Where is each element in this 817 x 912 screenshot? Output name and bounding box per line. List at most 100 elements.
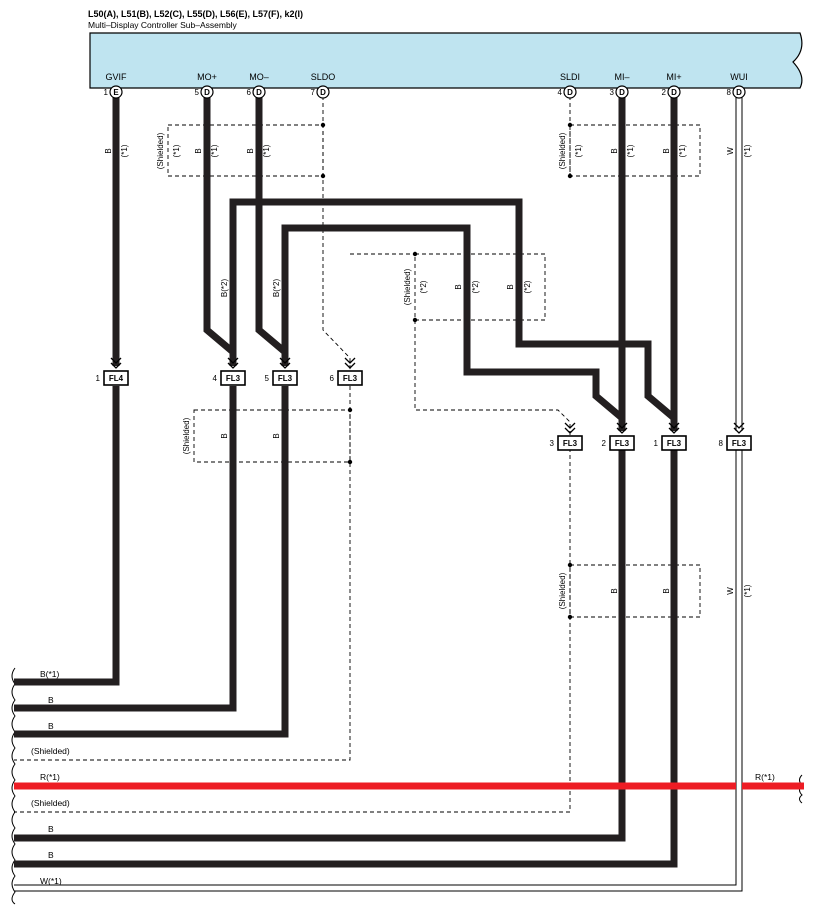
wire-cross-mi-minus bbox=[281, 224, 626, 431]
pin-name-mi-minus: MI– bbox=[614, 72, 629, 82]
wire-color-label: B bbox=[194, 148, 203, 153]
wire-note-label: (*1) bbox=[120, 144, 129, 157]
wire-color-label: B bbox=[662, 588, 671, 593]
bottom-wire-label: (Shielded) bbox=[31, 746, 70, 756]
pin-num-wui: 8 bbox=[727, 88, 732, 97]
wire-note-label: (*1) bbox=[262, 144, 271, 157]
connector-fl4-1 bbox=[103, 370, 129, 386]
pin-circle-gvif bbox=[109, 85, 123, 99]
pin-conn-sldo: D bbox=[320, 88, 326, 97]
wire-note-label: (*1) bbox=[172, 144, 181, 157]
wire-note-label: (*2) bbox=[419, 280, 428, 293]
wire-sldo bbox=[322, 96, 351, 378]
chevron-icon bbox=[279, 357, 291, 369]
pin-num-sldo: 7 bbox=[311, 88, 316, 97]
wire-sldo-lower bbox=[14, 386, 351, 761]
wire-color-label: B bbox=[610, 148, 619, 153]
pin-conn-wui: D bbox=[736, 88, 742, 97]
pin-circle-sldi bbox=[563, 85, 577, 99]
chevron-icon bbox=[344, 357, 356, 369]
connector-fl3-8 bbox=[726, 435, 752, 451]
pin-name-mi-plus: MI+ bbox=[666, 72, 681, 82]
connector-label: FL3 bbox=[226, 374, 241, 383]
pin-conn-mi-minus: D bbox=[619, 88, 625, 97]
connector-label: FL3 bbox=[278, 374, 293, 383]
connector-pin-num: 4 bbox=[213, 374, 218, 383]
chevron-icon bbox=[227, 357, 239, 369]
pin-conn-mo-plus: D bbox=[204, 88, 210, 97]
pin-name-wui: WUI bbox=[730, 72, 748, 82]
connector-fl3-2 bbox=[609, 435, 635, 451]
connector-pin-num: 2 bbox=[602, 439, 607, 448]
connector-fl3-4 bbox=[220, 370, 246, 386]
pin-name-gvif: GVIF bbox=[105, 72, 127, 82]
bottom-wire-label: B bbox=[48, 850, 54, 860]
bottom-wire-label: B bbox=[48, 824, 54, 834]
wire-color-label: B bbox=[662, 148, 671, 153]
connector-label: FL3 bbox=[732, 439, 747, 448]
pin-circle-sldo bbox=[316, 85, 330, 99]
bottom-wire-label: (Shielded) bbox=[31, 798, 70, 808]
pin-name-mo-minus: MO– bbox=[249, 72, 269, 82]
shield-label: (Shielded) bbox=[558, 572, 567, 609]
bottom-wire-label: B(*1) bbox=[40, 669, 60, 679]
pin-circle-mi-plus bbox=[667, 85, 681, 99]
wire-mo-minus-lower bbox=[14, 386, 289, 738]
controller-box bbox=[89, 32, 803, 89]
pin-num-sldi: 4 bbox=[558, 88, 563, 97]
wire-color-label: B bbox=[220, 433, 229, 438]
wire-wui-lower-right bbox=[14, 450, 743, 892]
harness-bracket-right bbox=[799, 774, 803, 804]
pin-circle-mo-plus bbox=[200, 85, 214, 99]
wire-sldi-lower bbox=[14, 448, 571, 813]
connector-fl3-1 bbox=[661, 435, 687, 451]
component-subtitle: Multi–Display Controller Sub–Assembly bbox=[88, 20, 237, 30]
pin-name-mo-plus: MO+ bbox=[197, 72, 217, 82]
pin-conn-mi-plus: D bbox=[671, 88, 677, 97]
chevron-icon bbox=[110, 357, 122, 369]
connector-fl3-6 bbox=[337, 370, 363, 386]
pin-circle-mi-minus bbox=[615, 85, 629, 99]
pin-num-mo-plus: 5 bbox=[195, 88, 200, 97]
connector-fl3-5 bbox=[272, 370, 298, 386]
pin-num-gvif: 1 bbox=[104, 88, 109, 97]
bottom-wire-label: W(*1) bbox=[40, 876, 62, 886]
shield-box-mo bbox=[167, 124, 324, 177]
bottom-wire-label: B bbox=[48, 721, 54, 731]
wire-cross-mi-plus bbox=[229, 198, 678, 431]
pin-circle-mo-minus bbox=[252, 85, 266, 99]
pin-circle-wui bbox=[732, 85, 746, 99]
pin-num-mi-minus: 3 bbox=[610, 88, 615, 97]
wire-note-label: (*2) bbox=[523, 280, 532, 293]
bottom-wire-label: B bbox=[48, 695, 54, 705]
wire-color-label: B bbox=[610, 588, 619, 593]
connector-pin-num: 3 bbox=[550, 439, 555, 448]
pin-conn-sldi: D bbox=[567, 88, 573, 97]
shield-box-cross bbox=[414, 253, 546, 321]
wire-mo-plus bbox=[203, 96, 237, 366]
chevron-icon bbox=[564, 422, 576, 434]
connector-label: FL3 bbox=[343, 374, 358, 383]
wire-note-label: (*2) bbox=[471, 280, 480, 293]
shield-label: (Shielded) bbox=[182, 417, 191, 454]
chevron-icon bbox=[616, 422, 628, 434]
pin-name-sldo: SLDO bbox=[311, 72, 336, 82]
connector-label: FL4 bbox=[109, 374, 124, 383]
wire-wui-lower-left bbox=[14, 450, 737, 886]
wire-color-label: B(*2) bbox=[220, 279, 229, 298]
wire-color-label: B bbox=[272, 433, 281, 438]
connector-label: FL3 bbox=[563, 439, 578, 448]
harness-bracket-left bbox=[11, 667, 16, 905]
wire-color-label: B bbox=[246, 148, 255, 153]
wire-color-label: W bbox=[726, 147, 735, 155]
wire-note-label: (*1) bbox=[210, 144, 219, 157]
wire-color-label: B bbox=[506, 284, 515, 289]
wire-mi-plus-lower bbox=[14, 450, 678, 868]
wire-color-label: W bbox=[726, 587, 735, 595]
connector-fl3-3 bbox=[557, 435, 583, 451]
chevron-icon bbox=[733, 422, 745, 434]
connector-pin-num: 1 bbox=[96, 374, 101, 383]
wire-note-label: (*1) bbox=[678, 144, 687, 157]
wire-mo-plus-lower bbox=[14, 386, 237, 712]
